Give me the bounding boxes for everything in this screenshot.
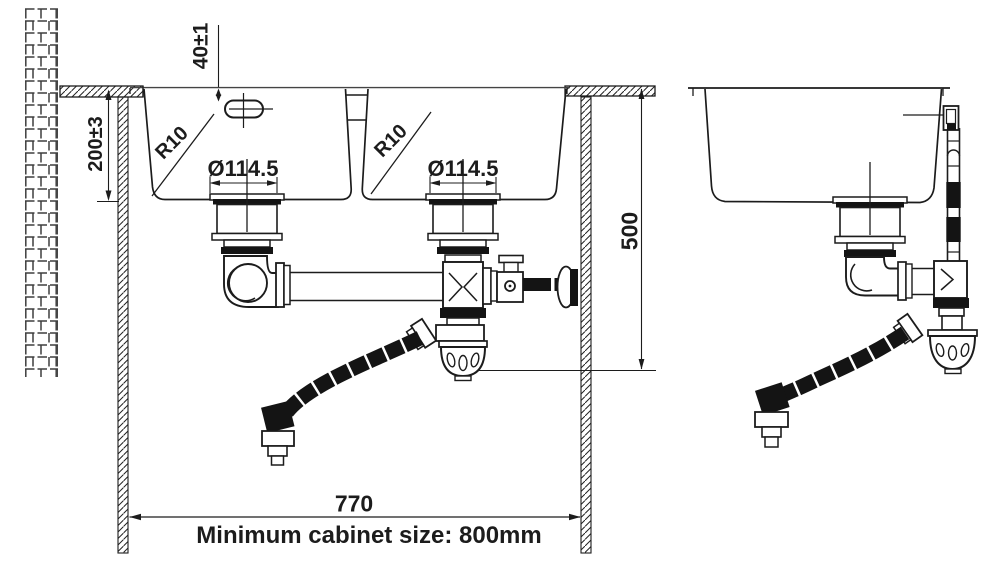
flexible-hose-left bbox=[261, 331, 424, 466]
dim-label-sink-width: 770 bbox=[334, 490, 374, 517]
sink-side-view bbox=[688, 87, 952, 204]
cabinet-walls bbox=[117, 96, 592, 554]
dim-label-drain-diameter-right: Ø114.5 bbox=[427, 156, 499, 181]
flexible-hose-right bbox=[754, 326, 910, 448]
dim-label-overflow-offset: 40±1 bbox=[189, 22, 213, 70]
cabinet-size-note: Minimum cabinet size: 800mm bbox=[196, 522, 542, 549]
drain-assembly-right bbox=[405, 158, 578, 382]
dim-label-under-counter-height: 500 bbox=[616, 211, 643, 251]
overflow-pipe bbox=[942, 105, 961, 261]
dimension-lines bbox=[97, 25, 656, 521]
sink-front-view bbox=[129, 86, 570, 201]
drain-pipe-horizontal bbox=[290, 271, 446, 302]
drain-assembly-side bbox=[832, 105, 978, 375]
dim-label-bowl-depth: 200±3 bbox=[85, 116, 107, 172]
drain-assembly-left bbox=[209, 158, 291, 308]
dim-label-drain-diameter-left: Ø114.5 bbox=[207, 156, 279, 181]
brick-wall bbox=[25, 8, 58, 377]
